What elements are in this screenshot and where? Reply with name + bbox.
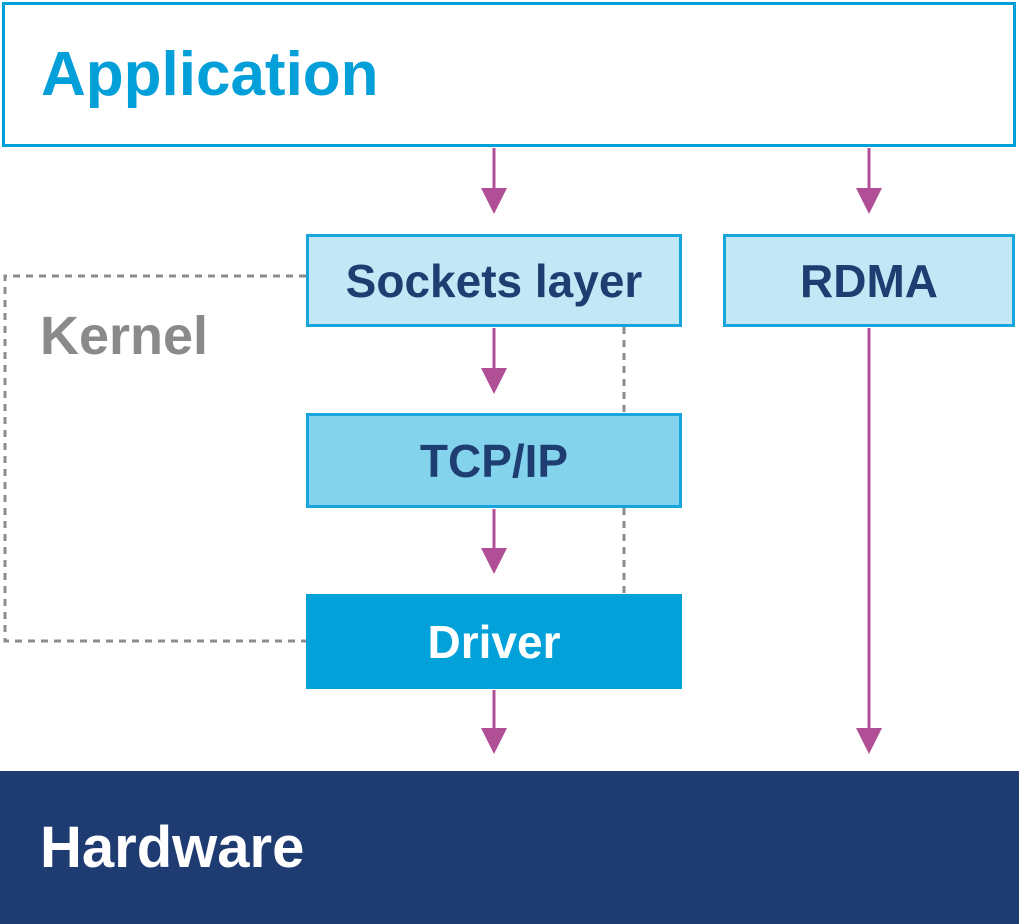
arrow-app-to-rdma [856, 148, 882, 214]
hardware-band: Hardware [0, 771, 1019, 924]
kernel-label: Kernel [40, 306, 209, 366]
driver-box: Driver [306, 594, 682, 689]
sockets-layer-label: Sockets layer [345, 254, 643, 307]
tcpip-label: TCP/IP [419, 434, 569, 487]
arrow-sockets-to-tcpip [481, 328, 507, 394]
tcpip-box: TCP/IP [306, 413, 682, 508]
arrow-app-to-sockets [481, 148, 507, 214]
application-box: Application [2, 2, 1016, 147]
kernel-boundary [3, 274, 626, 643]
sockets-layer-box: Sockets layer [306, 234, 682, 327]
arrow-driver-to-hardware [481, 690, 507, 754]
driver-label: Driver [427, 615, 561, 668]
application-label: Application [41, 40, 379, 109]
arrow-tcpip-to-driver [481, 509, 507, 574]
rdma-label: RDMA [800, 254, 938, 307]
arrow-rdma-to-hardware [856, 328, 882, 754]
kernel-boundary-left [3, 274, 306, 643]
hardware-label: Hardware [40, 815, 305, 880]
rdma-box: RDMA [723, 234, 1015, 327]
